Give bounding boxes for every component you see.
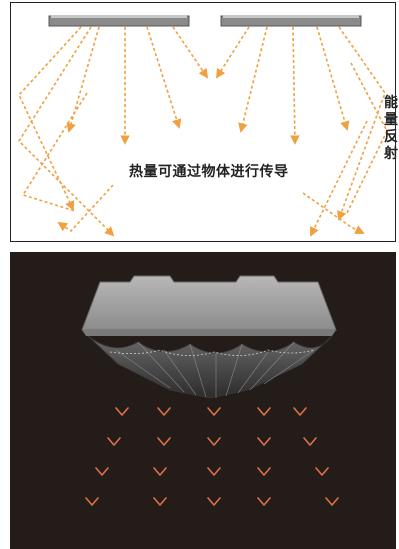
- heat-chevron: [257, 497, 271, 506]
- heat-conduction-diagram: 热量可通过物体进行传导 能量反射: [10, 2, 398, 242]
- reflection-label: 能量反射: [384, 95, 398, 162]
- heat-chevron: [257, 467, 271, 476]
- heat-chevron: [315, 467, 329, 476]
- heat-chevron: [85, 497, 99, 506]
- ray: [310, 120, 368, 237]
- heater-svg: [81, 275, 339, 506]
- ray: [346, 62, 388, 214]
- heat-chevron: [325, 497, 339, 506]
- heat-chevrons: [85, 407, 339, 506]
- heat-chevron: [293, 407, 307, 416]
- heat-chevron: [207, 467, 221, 476]
- ray: [290, 26, 300, 145]
- heater-illustration: [10, 252, 396, 549]
- heat-ray-diagram: [17, 15, 388, 237]
- heat-chevron: [153, 467, 167, 476]
- ray: [238, 26, 268, 133]
- heater-panel-right: [220, 15, 362, 27]
- heat-chevron: [157, 437, 171, 446]
- conduction-label: 热量可通过物体进行传导: [129, 164, 289, 180]
- heat-chevron: [107, 437, 121, 446]
- heat-chevron: [257, 407, 271, 416]
- heat-chevron: [153, 497, 167, 506]
- heat-chevron: [257, 437, 271, 446]
- ray: [316, 26, 350, 131]
- heat-chevron: [207, 407, 221, 416]
- heat-chevron: [207, 497, 221, 506]
- heat-chevron: [207, 437, 221, 446]
- ray: [17, 26, 115, 237]
- ray: [66, 26, 100, 133]
- ray: [172, 26, 209, 79]
- heat-chevron: [157, 407, 171, 416]
- heat-chevron: [303, 437, 317, 446]
- ray: [215, 26, 250, 79]
- heat-chevron: [95, 467, 109, 476]
- heat-chevron: [115, 407, 129, 416]
- ray: [146, 26, 182, 129]
- ray: [302, 192, 365, 234]
- ray: [57, 184, 114, 233]
- heater-panel-left: [48, 15, 190, 27]
- heater-body: [81, 275, 337, 336]
- heat-rays: [17, 26, 388, 237]
- ray: [18, 26, 82, 211]
- ray: [21, 92, 88, 212]
- reflector: [87, 335, 333, 399]
